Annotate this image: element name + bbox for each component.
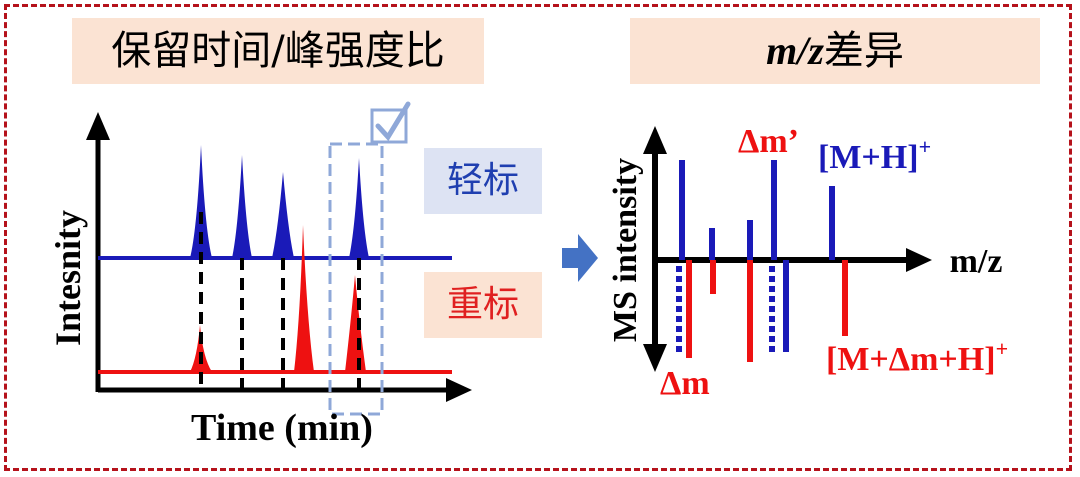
chromatogram: Intesnity Time (min) xyxy=(48,101,472,449)
heavy-peak-3 xyxy=(345,275,366,372)
mz-banner-italic: m/z xyxy=(766,28,824,73)
heavy-label-tag: 重标 xyxy=(424,272,542,338)
retention-time-banner: 保留时间/峰强度比 xyxy=(72,18,484,84)
ion-light-label: [M+H]+ xyxy=(818,134,931,176)
chromatogram-y-arrow xyxy=(86,112,110,140)
spectrum-y-label: MS intensity xyxy=(607,158,644,342)
light-bar-3 xyxy=(747,220,753,260)
heavy-bar-1 xyxy=(686,260,692,358)
selection-box xyxy=(328,142,384,416)
ion-heavy-text: [M+Δm+H] xyxy=(826,341,996,378)
alignment-lines xyxy=(199,212,361,388)
ion-light-text: [M+H] xyxy=(818,139,919,176)
light-peak-3 xyxy=(272,172,294,258)
checkmark-icon xyxy=(375,101,411,142)
light-bar-2 xyxy=(709,228,715,260)
heavy-bar-3 xyxy=(747,260,753,362)
transition-arrow-icon xyxy=(562,234,598,282)
light-bar-1 xyxy=(679,160,685,260)
chromatogram-y-label: Intesnity xyxy=(48,210,88,346)
light-peak-2 xyxy=(232,155,252,258)
retention-time-banner-text: 保留时间/峰强度比 xyxy=(111,28,445,74)
chromatogram-x-label: Time (min) xyxy=(191,407,373,449)
heavy-label-text: 重标 xyxy=(446,284,519,325)
delta-m-prime-label: Δm’ xyxy=(738,123,799,160)
ion-heavy-label: [M+Δm+H]+ xyxy=(826,336,1008,378)
spectrum-x-label: m/z xyxy=(950,243,1003,280)
spectrum-y-arrow-down xyxy=(643,344,667,372)
heavy-peak-2 xyxy=(294,225,314,372)
dashed-frame xyxy=(4,4,1072,471)
light-peak-1 xyxy=(190,145,212,258)
light-label-tag: 轻标 xyxy=(424,148,542,214)
heavy-bar-4 xyxy=(842,260,848,336)
light-peak-4 xyxy=(349,158,369,258)
mz-banner-rest: 差异 xyxy=(823,28,904,74)
light-bar-down xyxy=(783,260,789,352)
light-bar-5 xyxy=(829,186,835,260)
mass-spectrum: MS intensity m/z Δm’ Δm [M+H]+ [M+Δm+H]+ xyxy=(607,123,1008,402)
mz-difference-banner: m/z差异 xyxy=(630,18,1040,84)
heavy-bar-2 xyxy=(710,260,716,294)
chromatogram-x-arrow xyxy=(446,378,472,402)
spectrum-x-arrow xyxy=(906,248,932,272)
heavy-peak-1 xyxy=(190,325,212,372)
light-label-text: 轻标 xyxy=(446,160,519,201)
ion-light-charge: + xyxy=(919,134,932,159)
light-bar-4 xyxy=(771,160,777,260)
ion-heavy-charge: + xyxy=(996,336,1009,361)
spectrum-y-arrow-up xyxy=(643,126,667,154)
delta-m-label: Δm xyxy=(660,365,710,402)
